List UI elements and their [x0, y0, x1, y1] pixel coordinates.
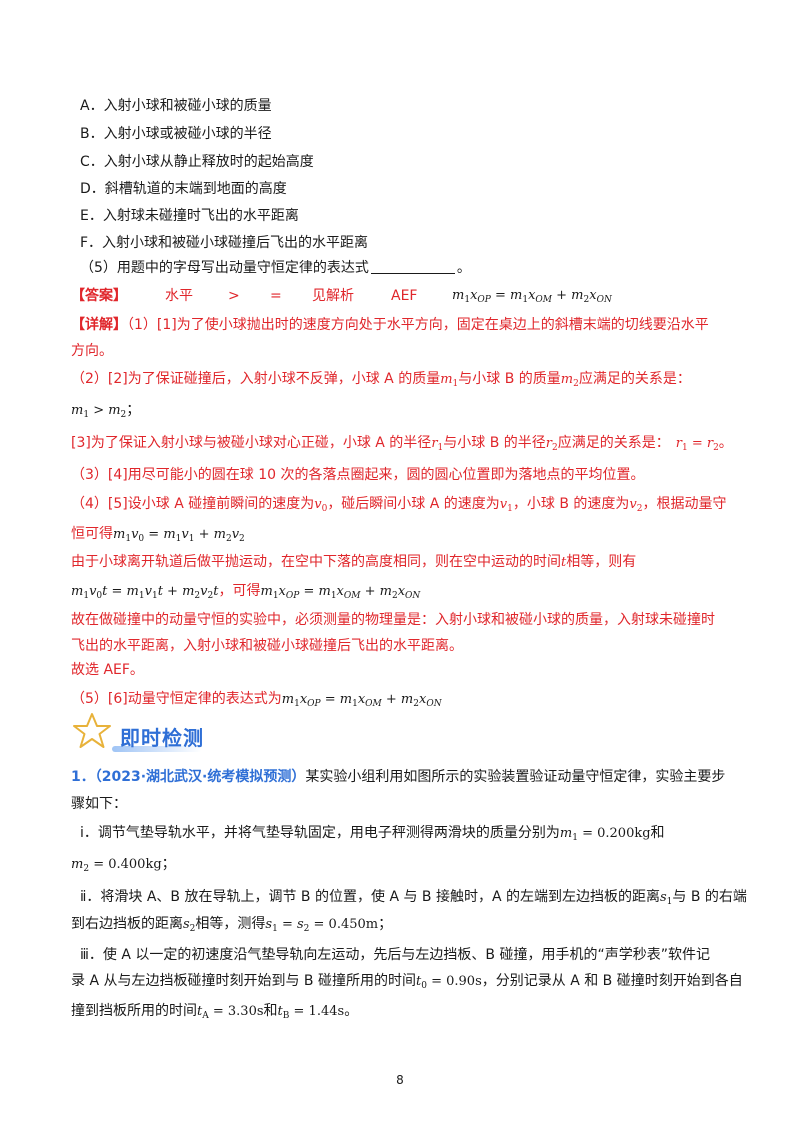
detail-p7: m1v0t = m1v1t + m2v2t，可得m1xOP = m1xOM + …	[71, 583, 421, 601]
detail-p8b: 飞出的水平距离，入射小球和被碰小球碰撞后飞出的水平距离。	[71, 638, 463, 654]
option-d: D．斜槽轨道的末端到地面的高度	[80, 181, 287, 197]
detail-p4: （3）[4]用尽可能小的圆在球 10 次的各落点圈起来，圆的圆心位置即为落地点的…	[71, 467, 645, 483]
step-1: ⅰ．调节气垫导轨水平，并将气垫导轨固定，用电子秤测得两滑块的质量分别为m1 = …	[80, 825, 665, 843]
detail-p10: （5）[6]动量守恒定律的表达式为m1xOP = m1xOM + m2xON	[71, 691, 442, 709]
answer-blank	[370, 259, 455, 274]
answer-4: 见解析	[312, 288, 354, 304]
page-number: 8	[396, 1073, 404, 1087]
answer-3: =	[270, 288, 282, 304]
option-a: A．入射小球和被碰小球的质量	[80, 98, 272, 114]
step-2-b: 到右边挡板的距离s2相等，测得s1 = s2 = 0.450m；	[71, 916, 393, 934]
section-underline	[112, 746, 202, 752]
detail-p2: （2）[2]为了保证碰撞后，入射小球不反弹，小球 A 的质量m1与小球 B 的质…	[71, 371, 691, 389]
step-2: ⅱ．将滑块 A、B 放在导轨上，调节 B 的位置，使 A 与 B 接触时，A 的…	[80, 889, 747, 907]
answer-label: 【答案】	[71, 288, 127, 304]
answer-formula: m1xOP = m1xOM + m2xON	[452, 288, 612, 305]
option-b: B．入射小球或被碰小球的半径	[80, 126, 272, 142]
answer-5: AEF	[391, 288, 418, 304]
question-1-stem-b: 骤如下：	[71, 796, 127, 812]
step-3-b: 录 A 从与左边挡板碰撞时刻开始到与 B 碰撞所用的时间t0 = 0.90s，分…	[71, 973, 743, 991]
option-e: E．入射球未碰撞时飞出的水平距离	[80, 208, 299, 224]
detail-p8a: 故在做碰撞中的动量守恒的实验中，必须测量的物理量是：入射小球和被碰小球的质量，入…	[71, 612, 715, 628]
section-title: 即时检测	[120, 726, 204, 750]
question-1-stem: 1．（2023·湖北武汉·统考模拟预测）某实验小组利用如图所示的实验装置验证动量…	[71, 769, 726, 785]
step-3-c: 撞到挡板所用的时间tA = 3.30s和tB = 1.44s。	[71, 1003, 359, 1021]
star-icon	[73, 713, 111, 748]
detail-p5: （4）[5]设小球 A 碰撞前瞬间的速度为v0，碰后瞬间小球 A 的速度为v1，…	[71, 496, 727, 514]
detail-p9: 故选 AEF。	[71, 662, 144, 678]
detail-p1b: 方向。	[71, 343, 113, 359]
detail-p5e: 恒可得m1v0 = m1v1 + m2v2	[71, 526, 245, 544]
answer-1: 水平	[165, 288, 193, 304]
detail-p6: 由于小球离开轨道后做平抛运动，在空中下落的高度相同，则在空中运动的时间t相等，则…	[71, 554, 637, 570]
question-5: （5）用题中的字母写出动量守恒定律的表达式。	[80, 259, 471, 276]
step-3: ⅲ．使 A 以一定的初速度沿气垫导轨向左运动，先后与左边挡板、B 碰撞，用手机的…	[80, 947, 710, 963]
answer-2: >	[228, 288, 240, 304]
detail-p2-formula: m1 > m2；	[71, 402, 141, 420]
step-1-b: m2 = 0.400kg；	[71, 856, 176, 874]
option-c: C．入射小球从静止释放时的起始高度	[80, 154, 314, 170]
section-banner	[68, 712, 248, 750]
detail-p1: 【详解】（1）[1]为了使小球抛出时的速度方向处于水平方向，固定在桌边上的斜槽末…	[71, 317, 709, 333]
detail-p3: [3]为了保证入射小球与被碰小球对心正碰，小球 A 的半径r1与小球 B 的半径…	[71, 435, 733, 453]
option-f: F．入射小球和被碰小球碰撞后飞出的水平距离	[80, 235, 369, 251]
